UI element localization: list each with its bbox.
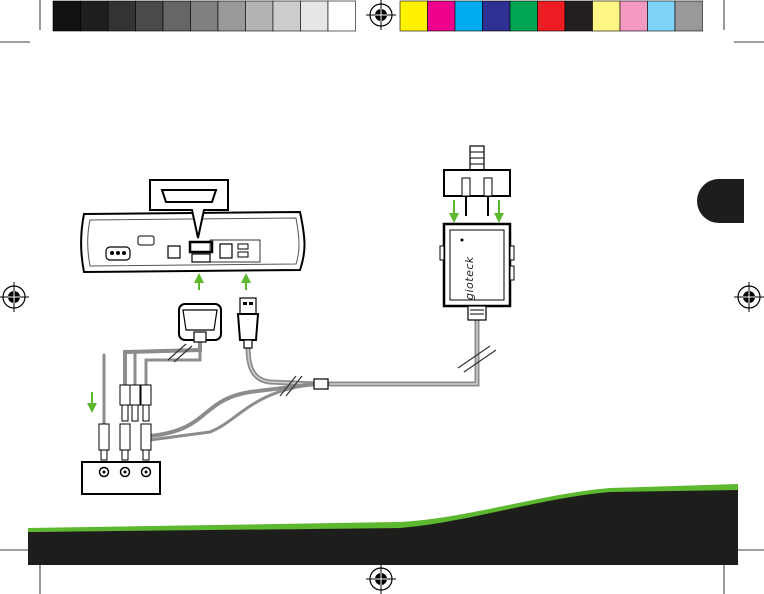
console-rear-panel xyxy=(81,212,305,272)
gray-swatch xyxy=(328,1,356,31)
gray-swatch xyxy=(273,1,301,31)
ethernet-port xyxy=(220,244,232,258)
footer-band xyxy=(28,484,738,565)
cable-junction-clip xyxy=(314,379,328,389)
registration-mark-bottom xyxy=(366,564,396,594)
tv-av-input xyxy=(82,462,160,494)
gray-swatch xyxy=(218,1,246,31)
color-swatch xyxy=(620,1,648,31)
color-swatch xyxy=(565,1,593,31)
gray-swatch xyxy=(53,1,81,31)
color-swatch xyxy=(510,1,538,31)
cable-break-marks xyxy=(168,344,496,396)
chapter-tab xyxy=(697,179,744,223)
hdmi-port xyxy=(190,242,212,252)
gray-swatch xyxy=(246,1,274,31)
color-swatch xyxy=(483,1,511,31)
optical-port xyxy=(168,246,180,258)
registration-mark-right xyxy=(734,282,764,312)
registration-mark-left xyxy=(0,282,29,312)
usb-port-1 xyxy=(238,244,248,249)
color-swatch xyxy=(538,1,566,31)
process-color-bar xyxy=(400,1,703,31)
color-swatch xyxy=(428,1,456,31)
gray-swatch xyxy=(191,1,219,31)
av-port xyxy=(192,254,210,262)
color-swatch xyxy=(593,1,621,31)
color-swatch xyxy=(455,1,483,31)
gray-swatch xyxy=(136,1,164,31)
gray-swatch xyxy=(301,1,329,31)
usb-port-2 xyxy=(238,252,248,257)
gray-swatch xyxy=(163,1,191,31)
color-swatch xyxy=(648,1,676,31)
gray-swatch xyxy=(81,1,109,31)
registration-mark-top xyxy=(366,0,396,30)
vent-slot xyxy=(138,236,154,245)
rca-plugs-upper xyxy=(120,385,151,421)
cables xyxy=(104,320,477,440)
av-connector xyxy=(179,304,221,342)
grayscale-color-bar xyxy=(53,1,356,31)
color-swatch xyxy=(675,1,703,31)
adapter-brand-logo: gioteck xyxy=(463,240,503,300)
gray-swatch xyxy=(108,1,136,31)
usb-plug xyxy=(238,298,258,348)
color-swatch xyxy=(400,1,428,31)
rca-plugs-lower xyxy=(99,424,151,460)
